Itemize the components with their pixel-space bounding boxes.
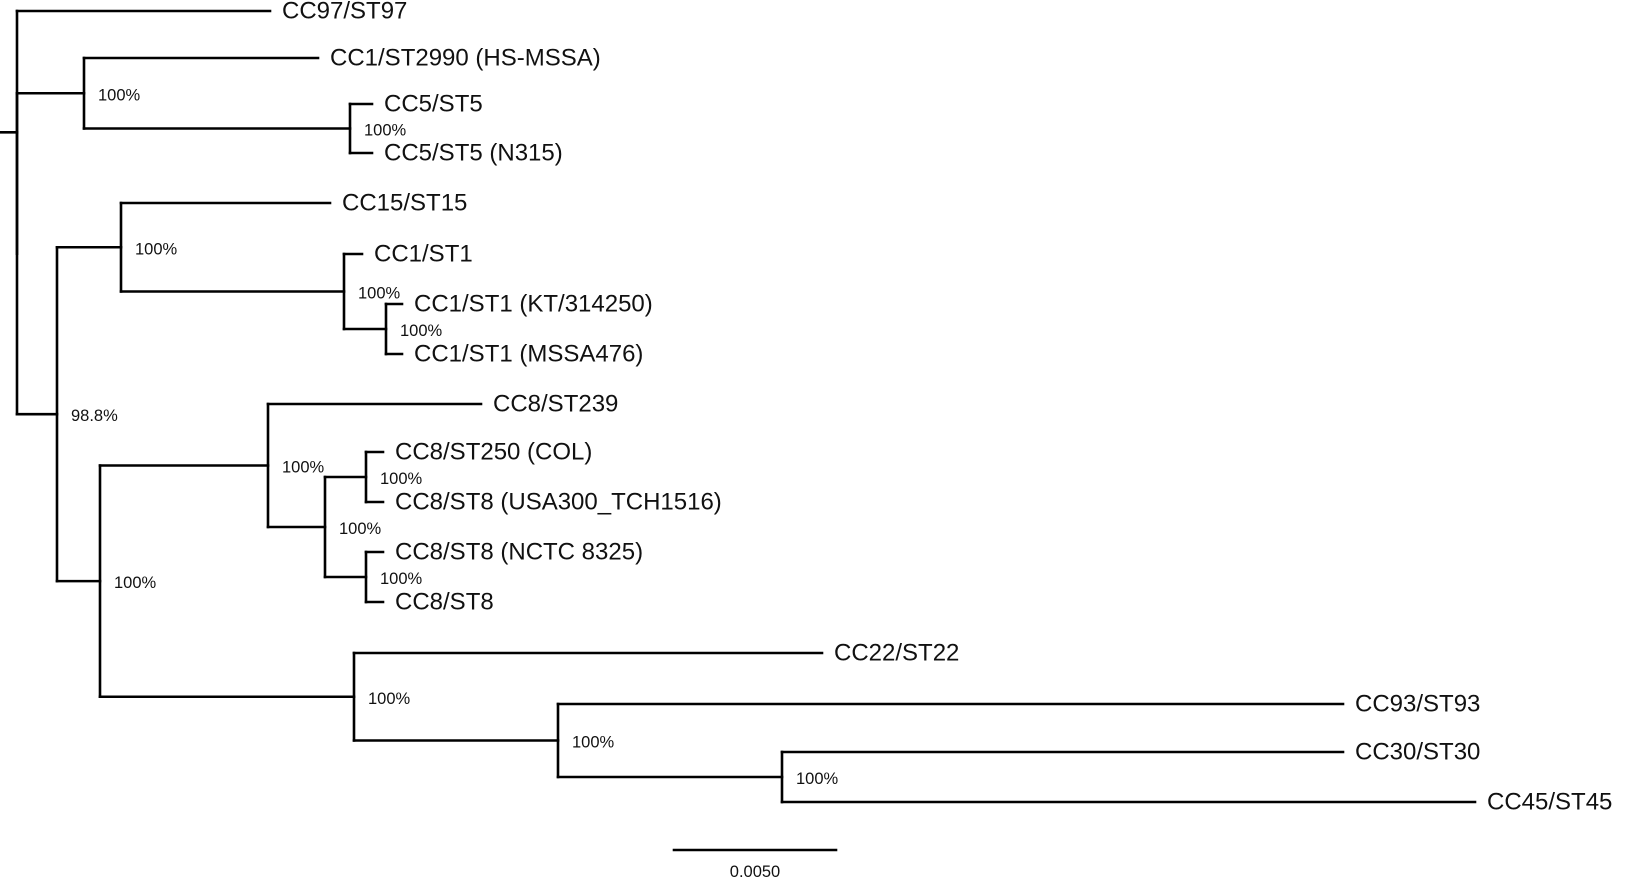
support-labels: 100% 100% 100% 100% 100% 100% 100% 100% 100% 100%… — [71, 86, 839, 788]
support-value: 100% — [380, 570, 423, 588]
support-value: 100% — [364, 122, 407, 140]
leaf-label: CC8/ST250 (COL) — [395, 439, 592, 466]
tree-branches — [0, 9, 1477, 804]
support-value: 100% — [135, 240, 178, 258]
leaf-label: CC93/ST93 — [1355, 691, 1480, 718]
leaf-label: CC45/ST45 — [1487, 789, 1612, 816]
leaf-label: CC8/ST8 — [395, 589, 494, 616]
leaf-label: CC30/ST30 — [1355, 739, 1480, 766]
leaf-label: CC97/ST97 — [282, 0, 407, 25]
leaf-label: CC8/ST8 (NCTC 8325) — [395, 539, 643, 566]
support-value: 100% — [796, 770, 839, 788]
support-value: 100% — [339, 520, 382, 538]
leaf-label: CC1/ST1 — [374, 241, 473, 268]
scale-bar-label: 0.0050 — [730, 863, 780, 880]
support-value: 100% — [380, 470, 423, 488]
support-value: 98.8% — [71, 407, 118, 425]
support-value: 100% — [358, 285, 401, 303]
leaf-label: CC5/ST5 (N315) — [384, 140, 563, 167]
leaf-label: CC8/ST239 — [493, 391, 618, 418]
support-value: 100% — [572, 734, 615, 752]
support-value: 100% — [282, 459, 325, 477]
support-value: 100% — [400, 322, 443, 340]
leaf-label: CC8/ST8 (USA300_TCH1516) — [395, 489, 722, 516]
leaf-label: CC15/ST15 — [342, 190, 467, 217]
support-value: 100% — [98, 86, 141, 104]
leaf-label: CC1/ST1 (KT/314250) — [414, 291, 653, 318]
scale-bar: 0.0050 — [672, 848, 838, 880]
support-value: 100% — [368, 690, 411, 708]
leaf-label: CC5/ST5 — [384, 91, 483, 118]
leaf-label: CC22/ST22 — [834, 640, 959, 667]
leaf-label: CC1/ST1 (MSSA476) — [414, 341, 643, 368]
support-value: 100% — [114, 574, 157, 592]
leaf-label: CC1/ST2990 (HS-MSSA) — [330, 45, 601, 72]
